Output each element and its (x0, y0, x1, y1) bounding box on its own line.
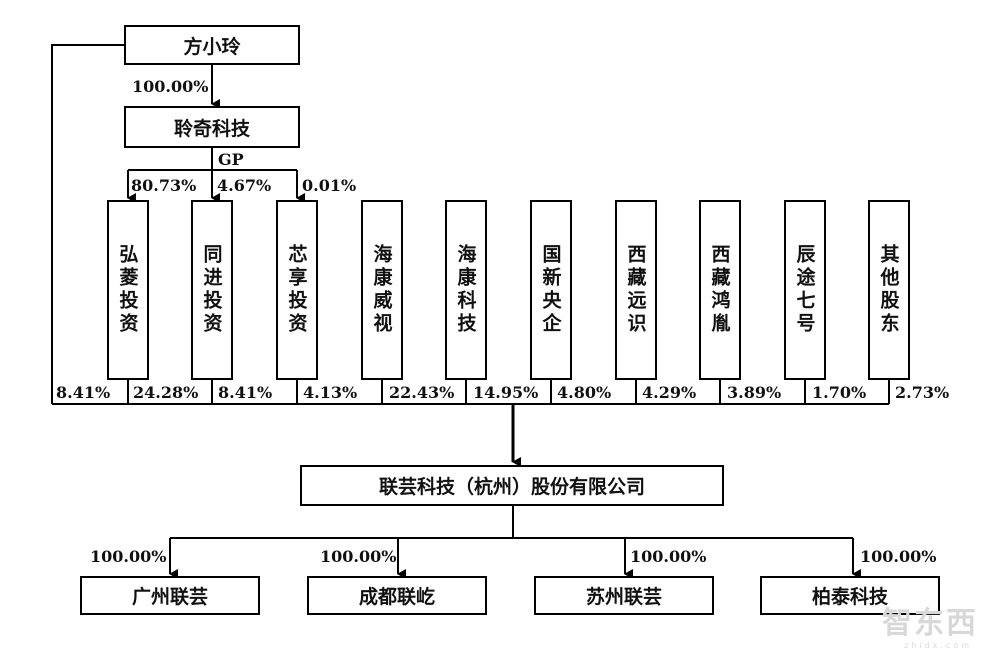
stake-fund-2: 8.41% (218, 383, 273, 402)
shareholder-label: 国新央企 (539, 244, 562, 336)
shareholder-label: 西藏鸿胤 (708, 244, 731, 336)
company-box: 联芸科技（杭州）股份有限公司 (300, 465, 724, 506)
stake-holder-1: 22.43% (389, 383, 455, 402)
gp-label: GP (218, 150, 244, 169)
subsidiary-label: 成都联屹 (358, 586, 435, 608)
subsidiary-label: 广州联芸 (131, 586, 208, 608)
stake-holder-5: 3.89% (727, 383, 782, 402)
shareholder-box-6: 辰途七号 (784, 200, 826, 380)
shareholder-box-fund-2: 同进投资 (191, 200, 233, 380)
stake-holder-6: 1.70% (812, 383, 867, 402)
shareholder-box-fund-1: 弘菱投资 (107, 200, 149, 380)
shareholder-label: 同进投资 (200, 244, 223, 336)
shareholder-box-fund-3: 芯享投资 (276, 200, 318, 380)
stake-fund-1: 24.28% (133, 383, 199, 402)
subsidiary-box-4: 柏泰科技 (760, 576, 940, 615)
subsidiary-label: 柏泰科技 (811, 586, 888, 608)
fund-gp-percent-3: 0.01% (302, 176, 357, 195)
top-person-box: 方小玲 (124, 25, 300, 65)
watermark-logo: 智东西 (882, 606, 978, 641)
watermark-sub: zhidx.com (904, 641, 972, 650)
shareholder-box-2: 海康科技 (445, 200, 487, 380)
shareholder-label: 弘菱投资 (116, 244, 139, 336)
stake-fund-3: 4.13% (303, 383, 358, 402)
shareholder-label: 西藏远识 (624, 244, 647, 336)
subsidiary-box-1: 广州联芸 (80, 576, 260, 615)
shareholder-box-4: 西藏远识 (615, 200, 657, 380)
stake-holder-4: 4.29% (642, 383, 697, 402)
top-person-label: 方小玲 (183, 35, 241, 58)
shareholder-box-5: 西藏鸿胤 (699, 200, 741, 380)
company-name: 联芸科技（杭州）股份有限公司 (378, 476, 645, 498)
subsidiary-label: 苏州联芸 (585, 586, 662, 608)
shareholder-label: 辰途七号 (793, 244, 816, 336)
subsidiary-percent-4: 100.00% (860, 547, 937, 566)
stake-holder-3: 4.80% (557, 383, 612, 402)
fund-gp-percent-1: 80.73% (131, 176, 197, 195)
top-to-gp-percent: 100.00% (132, 77, 209, 96)
shareholder-box-1: 海康威视 (361, 200, 403, 380)
stake-holder-2: 14.95% (473, 383, 539, 402)
gp-name-label: 聆奇科技 (173, 117, 250, 140)
shareholder-box-3: 国新央企 (530, 200, 572, 380)
stake-person-direct: 8.41% (56, 383, 111, 402)
shareholder-label: 海康科技 (454, 244, 477, 336)
subsidiary-percent-3: 100.00% (630, 547, 707, 566)
shareholder-label: 芯享投资 (285, 244, 308, 336)
stake-holder-7: 2.73% (895, 383, 950, 402)
shareholder-box-7: 其他股东 (868, 200, 910, 380)
shareholder-label: 海康威视 (370, 244, 393, 336)
shareholder-label: 其他股东 (877, 244, 900, 336)
subsidiary-percent-2: 100.00% (320, 547, 397, 566)
subsidiary-box-3: 苏州联芸 (534, 576, 714, 615)
subsidiary-percent-1: 100.00% (90, 547, 167, 566)
gp-box: 聆奇科技 (124, 106, 300, 148)
fund-gp-percent-2: 4.67% (217, 176, 272, 195)
subsidiary-box-2: 成都联屹 (307, 576, 487, 615)
